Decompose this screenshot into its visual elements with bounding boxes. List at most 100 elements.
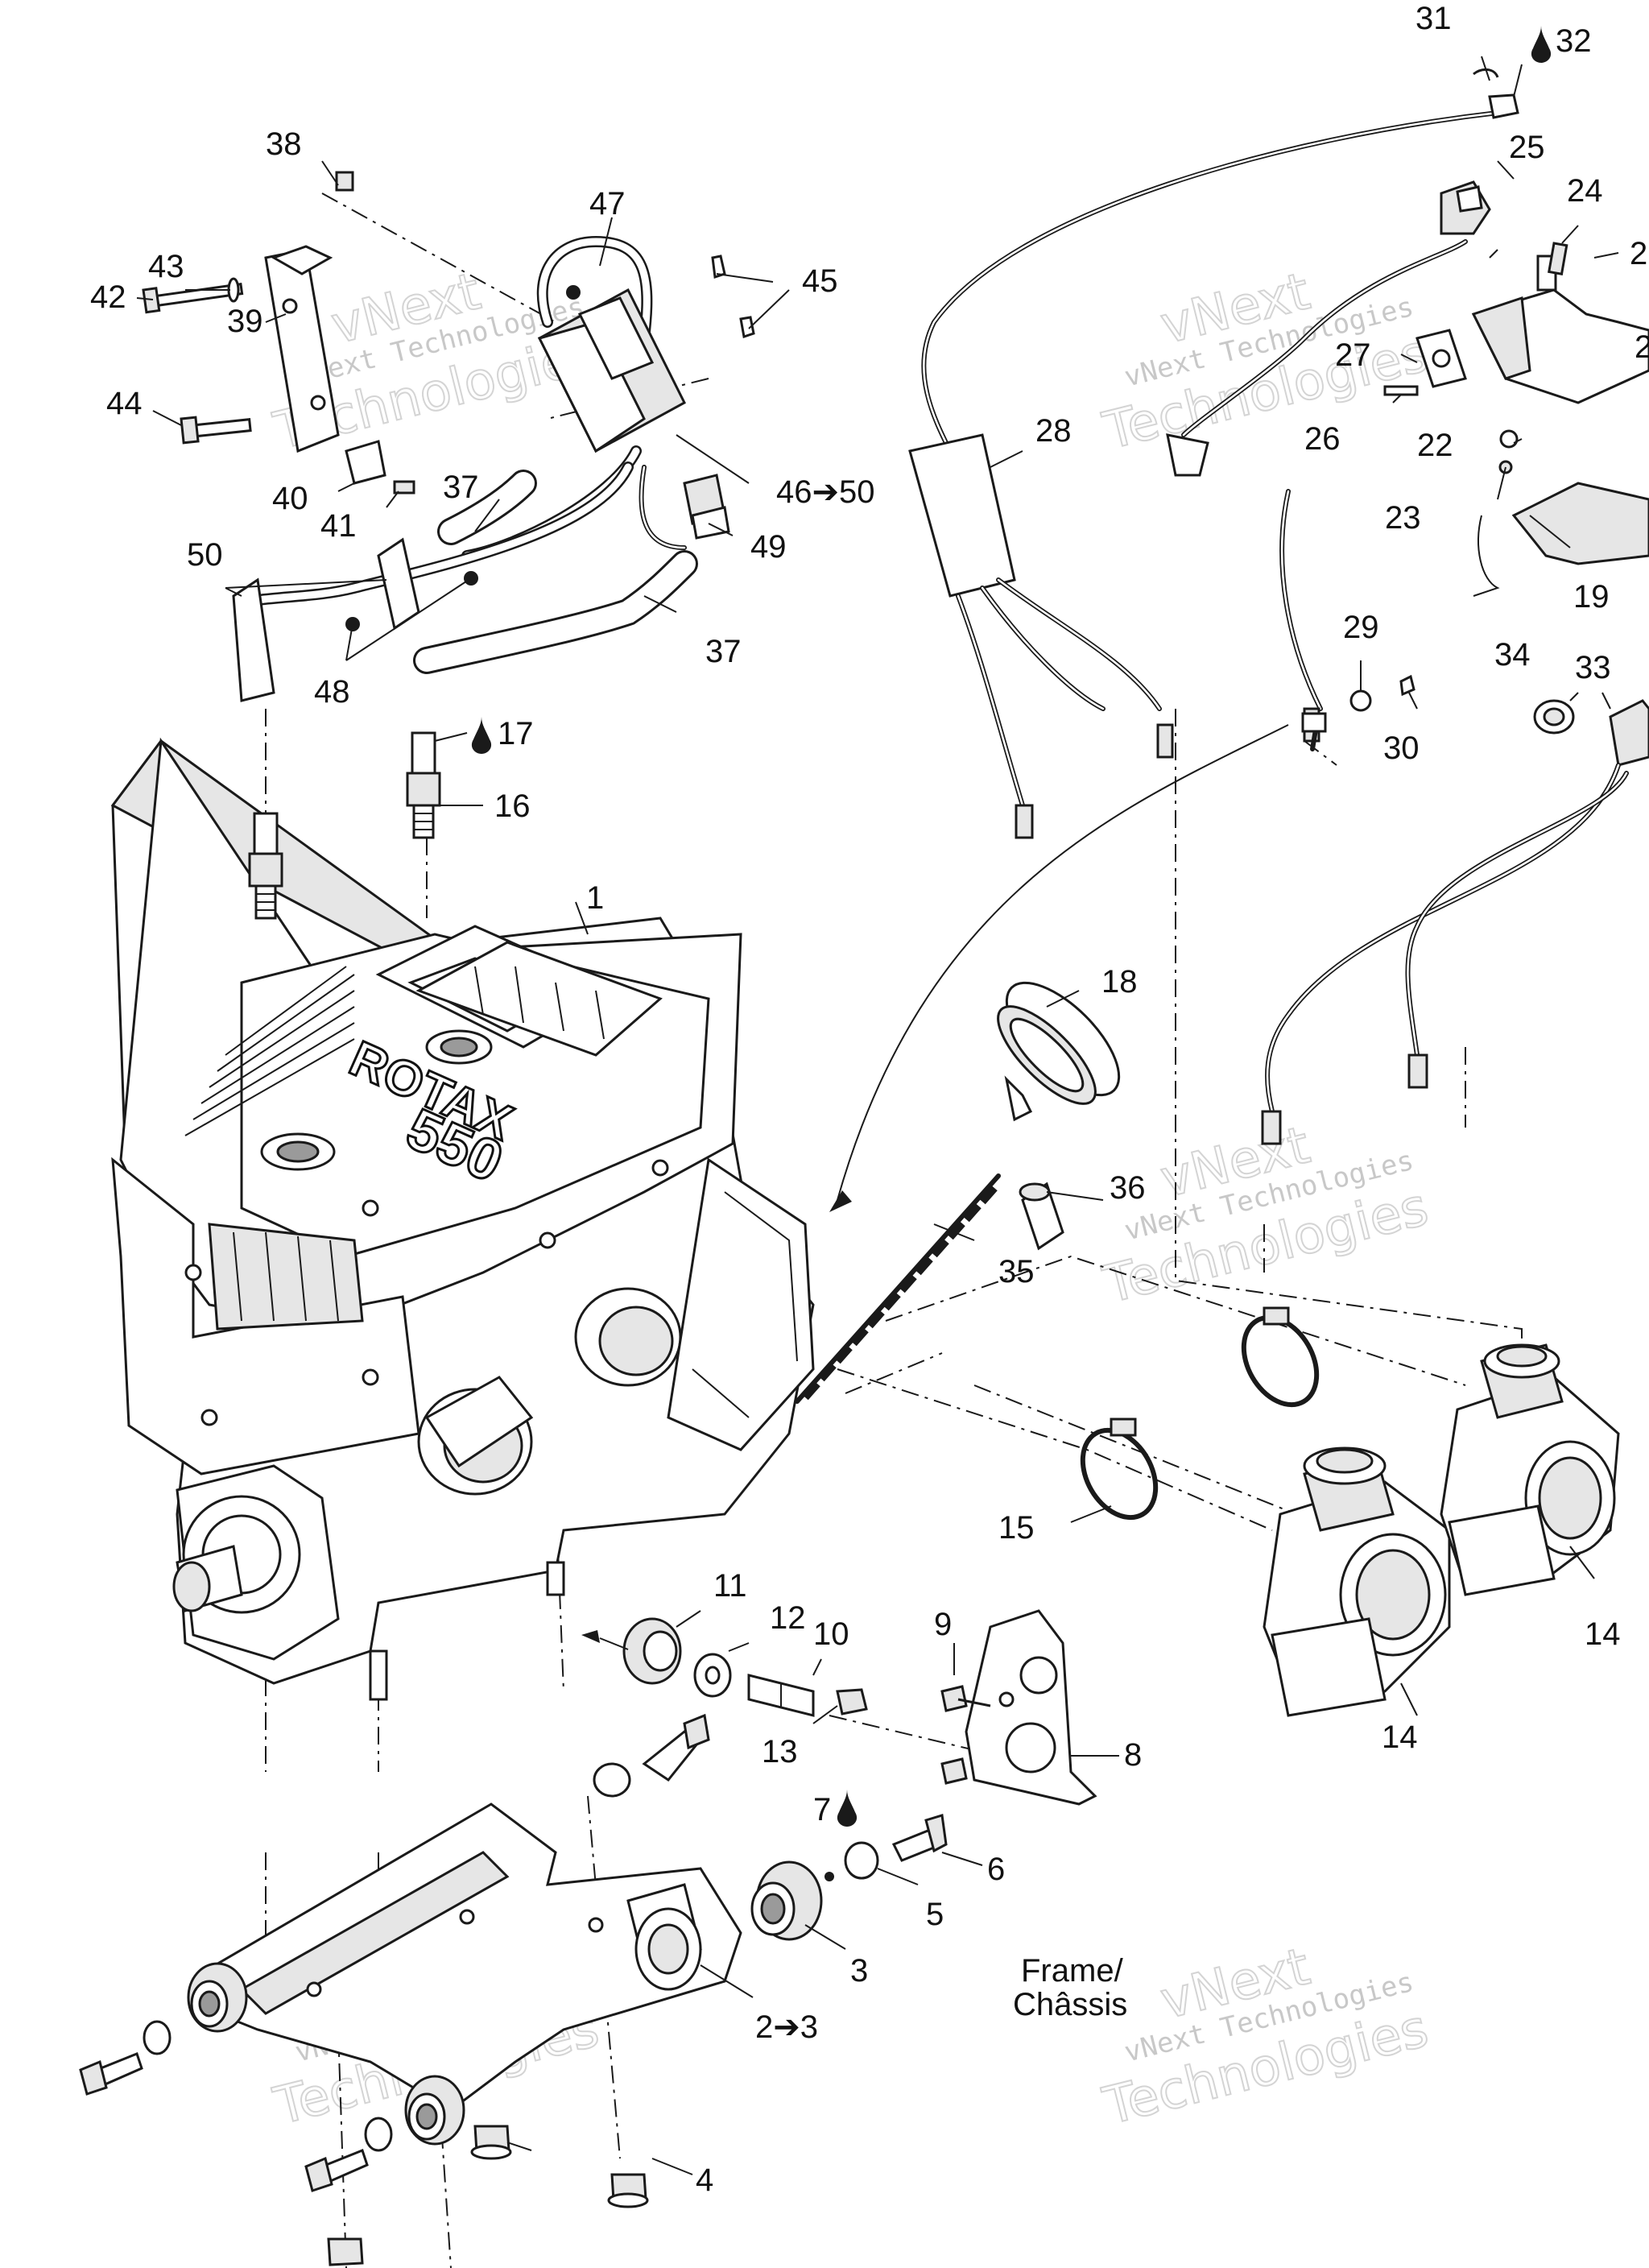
ignition-connector[interactable] bbox=[683, 474, 730, 540]
screw-24[interactable] bbox=[1548, 242, 1568, 275]
nut-38[interactable] bbox=[335, 171, 354, 192]
clamp-15-front[interactable] bbox=[1068, 1418, 1170, 1530]
rubber-mount-lower-mid[interactable] bbox=[404, 2075, 465, 2146]
frame-label-line1: Frame/ bbox=[1021, 1953, 1124, 1989]
callout-28: 28 bbox=[1035, 413, 1072, 449]
callout-38: 38 bbox=[266, 126, 302, 162]
callout-14a: 14 bbox=[1382, 1720, 1418, 1755]
screw-9b[interactable] bbox=[940, 1757, 968, 1785]
stud-10[interactable] bbox=[747, 1674, 815, 1717]
callout-49: 49 bbox=[750, 529, 787, 565]
callout-10: 10 bbox=[813, 1616, 849, 1652]
callout-27: 27 bbox=[1335, 337, 1371, 373]
ignition-coil[interactable] bbox=[232, 235, 755, 702]
callout-7: 7 bbox=[813, 1792, 831, 1827]
callout-29: 29 bbox=[1343, 610, 1379, 645]
callout-19: 19 bbox=[1573, 579, 1610, 615]
callout-17: 17 bbox=[498, 716, 534, 751]
callout-1: 1 bbox=[586, 880, 604, 916]
direction-arrow bbox=[581, 1630, 600, 1643]
callout-4: 4 bbox=[696, 2162, 713, 2198]
frame-label-line2: Châssis bbox=[1013, 1987, 1127, 2022]
fluid-drop-icon bbox=[837, 1790, 858, 1827]
callout-46: 46➔50 bbox=[776, 474, 875, 510]
callout-26: 26 bbox=[1304, 421, 1341, 457]
engine-assembly[interactable]: ROTAX 550 bbox=[110, 737, 815, 1701]
callout-32: 32 bbox=[1556, 23, 1592, 59]
callout-48: 48 bbox=[314, 674, 350, 710]
washer-12[interactable] bbox=[693, 1653, 732, 1698]
leader-lines bbox=[136, 56, 1619, 2175]
choke-cable[interactable] bbox=[1301, 674, 1415, 751]
washer-lower-mid[interactable] bbox=[364, 2117, 393, 2152]
callout-2: 2➔3 bbox=[755, 2009, 818, 2045]
nut-13[interactable] bbox=[836, 1688, 868, 1715]
callout-24: 24 bbox=[1567, 173, 1603, 209]
bolt-lower-left[interactable] bbox=[79, 2052, 143, 2096]
callout-13: 13 bbox=[762, 1734, 798, 1769]
spark-plug-right[interactable] bbox=[406, 731, 441, 839]
callout-43: 43 bbox=[148, 249, 184, 284]
switch-25[interactable] bbox=[1166, 180, 1491, 477]
bolt-lower-mid[interactable] bbox=[304, 2149, 369, 2192]
callout-labels: 1 2➔3 3 4 5 6 7 8 9 10 11 12 13 14 14 15… bbox=[90, 1, 1649, 2198]
callout-41: 41 bbox=[320, 508, 357, 544]
throttle-lever[interactable] bbox=[1473, 482, 1649, 597]
callout-47: 47 bbox=[589, 186, 626, 221]
callout-33: 33 bbox=[1575, 650, 1611, 685]
callout-45: 45 bbox=[802, 263, 838, 299]
nut-4b[interactable] bbox=[607, 2173, 649, 2208]
spring-35[interactable] bbox=[795, 1173, 1001, 1404]
rubber-mount-11[interactable] bbox=[622, 1617, 682, 1685]
fluid-drop-icon bbox=[1531, 26, 1552, 63]
bolt-44[interactable] bbox=[180, 416, 252, 445]
callout-35: 35 bbox=[998, 1254, 1035, 1289]
rubber-mount-3[interactable] bbox=[750, 1860, 823, 1941]
plate-27[interactable] bbox=[1415, 329, 1467, 388]
washer-lower-left[interactable] bbox=[143, 2020, 172, 2055]
callout-6: 6 bbox=[987, 1852, 1005, 1887]
callout-11: 11 bbox=[713, 1568, 747, 1604]
screw-26[interactable] bbox=[1383, 385, 1419, 396]
clamp-15-rear[interactable] bbox=[1229, 1305, 1331, 1418]
bolt-mid[interactable] bbox=[642, 1713, 710, 1782]
callout-50: 50 bbox=[187, 537, 223, 573]
nut-4c[interactable] bbox=[327, 2237, 364, 2266]
nut-4a[interactable] bbox=[470, 2125, 512, 2160]
hose-37-lower[interactable] bbox=[413, 550, 698, 674]
callout-36: 36 bbox=[1110, 1170, 1146, 1206]
callout-15: 15 bbox=[998, 1510, 1035, 1546]
screw-9[interactable] bbox=[940, 1685, 991, 1712]
oil-cap-18[interactable] bbox=[984, 965, 1137, 1122]
rubber-mount-lower-left[interactable] bbox=[187, 1962, 248, 2033]
engine-support-2[interactable] bbox=[200, 1802, 742, 2112]
callout-22: 22 bbox=[1417, 428, 1453, 463]
callout-37b: 37 bbox=[705, 634, 742, 669]
callout-20: 2 bbox=[1635, 329, 1649, 365]
callout-39: 39 bbox=[227, 304, 263, 339]
throttle-housing[interactable] bbox=[1471, 255, 1649, 404]
callout-8: 8 bbox=[1124, 1737, 1142, 1773]
callout-37a: 37 bbox=[443, 470, 479, 505]
callout-30: 30 bbox=[1383, 730, 1420, 766]
nut-34[interactable] bbox=[1533, 699, 1575, 735]
callout-18: 18 bbox=[1101, 964, 1138, 999]
washer-22[interactable] bbox=[1498, 429, 1519, 474]
spark-plug-left[interactable] bbox=[248, 812, 283, 920]
ground-strap[interactable] bbox=[345, 440, 415, 495]
carburetor-front[interactable] bbox=[1263, 1446, 1451, 1717]
coil-bracket[interactable] bbox=[264, 245, 340, 453]
callout-5: 5 bbox=[926, 1897, 944, 1932]
bracket-8[interactable] bbox=[965, 1609, 1097, 1806]
callout-23: 23 bbox=[1385, 500, 1421, 536]
washer-mid[interactable] bbox=[593, 1762, 631, 1798]
washer-5[interactable] bbox=[824, 1841, 879, 1881]
carburetor-rear[interactable] bbox=[1440, 1343, 1620, 1596]
callout-16: 16 bbox=[494, 788, 531, 824]
sensor-33[interactable] bbox=[1261, 699, 1649, 1145]
callout-3: 3 bbox=[850, 1953, 868, 1989]
callout-12: 12 bbox=[770, 1600, 806, 1636]
throttle-cable-assembly[interactable] bbox=[908, 68, 1519, 839]
screw-6[interactable] bbox=[891, 1814, 948, 1862]
